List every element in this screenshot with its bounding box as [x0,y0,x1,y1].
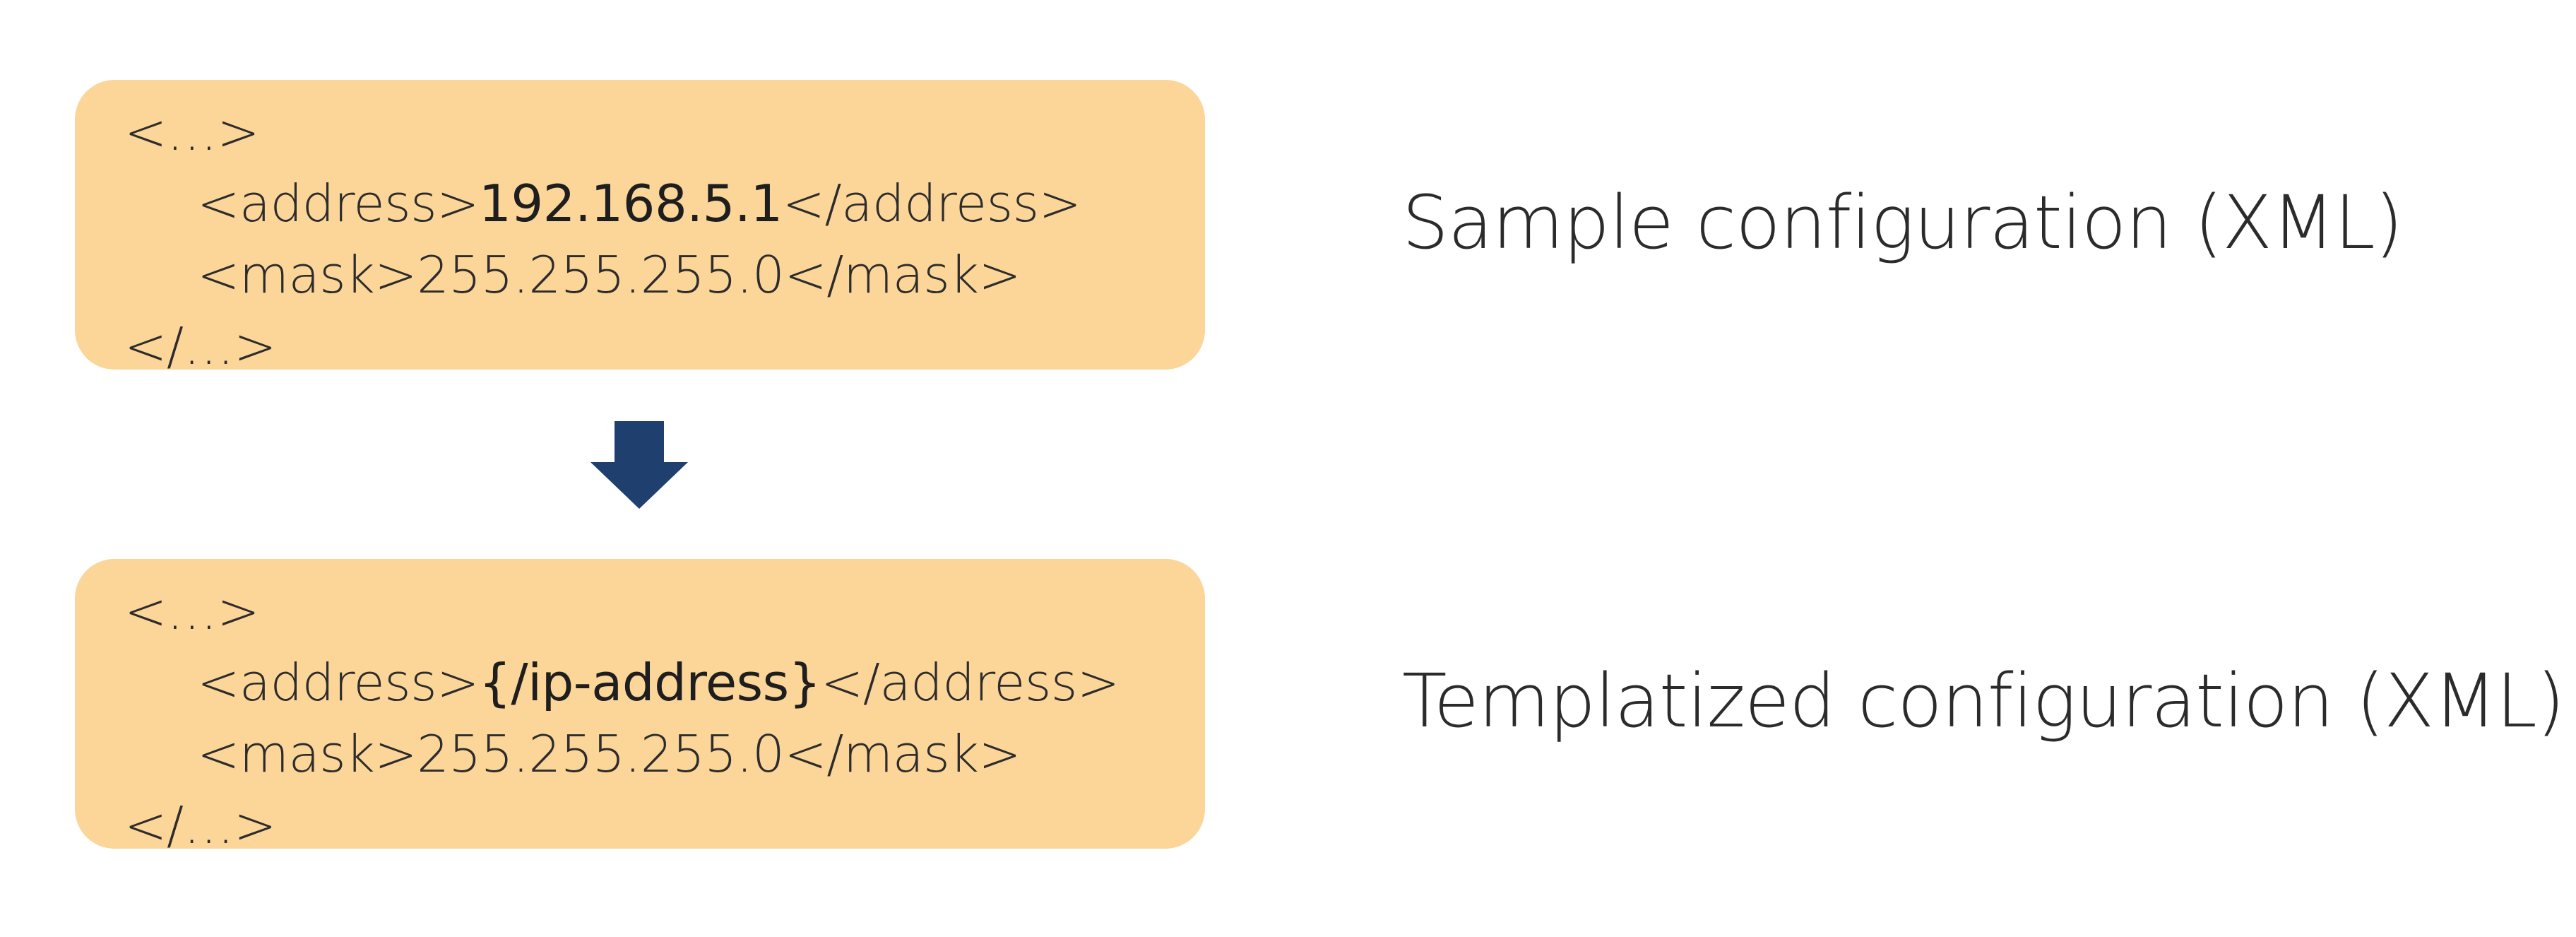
down-arrow-icon [590,421,688,509]
address-close-tag: </address> [782,174,1081,233]
address-line: <address>192.168.5.1</address> [124,168,1205,240]
down-arrow-shape [590,421,688,509]
address-close-tag: </address> [820,653,1120,712]
templatized-config-box: <…> <address>{/ip-address}</address> <ma… [75,559,1205,855]
xml-open-tag: <…> [124,102,260,162]
address-line: <address>{/ip-address}</address> [124,647,1205,719]
address-value: 192.168.5.1 [479,174,783,233]
sample-config-box: <…> <address>192.168.5.1</address> <mask… [75,80,1205,376]
templatized-config-caption: Templatized configuration (XML) [1402,658,2565,744]
address-template-variable: {/ip-address} [479,653,821,712]
xml-open-tag: <…> [124,582,260,641]
address-open-tag: <address> [197,174,480,233]
mask-line: <mask>255.255.255.0</mask> [197,245,1021,305]
address-open-tag: <address> [197,653,480,712]
sample-config-caption: Sample configuration (XML) [1402,179,2403,266]
xml-close-tag: </…> [124,317,276,376]
xml-close-tag: </…> [124,796,276,855]
mask-line: <mask>255.255.255.0</mask> [197,724,1021,784]
